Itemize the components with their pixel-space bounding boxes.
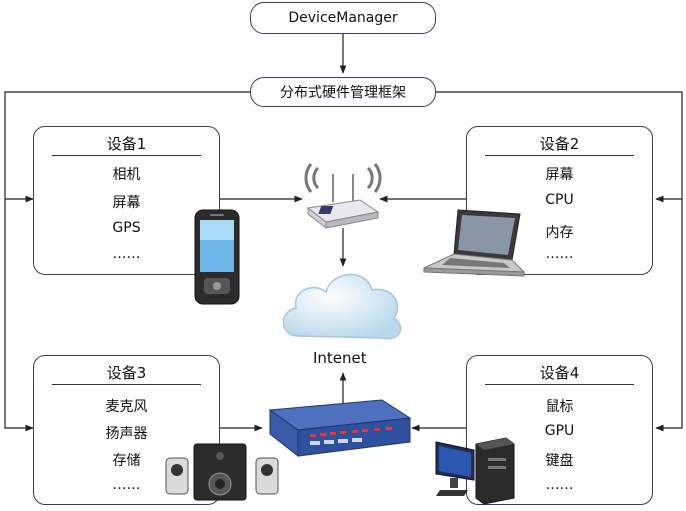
divider	[52, 155, 201, 156]
divider	[485, 384, 634, 385]
framework-label: 分布式硬件管理框架	[280, 85, 406, 101]
laptop-icon	[423, 209, 526, 277]
device-2-item: 屏幕	[545, 167, 574, 183]
device-2-item: ……	[545, 246, 574, 262]
speakers-icon	[165, 443, 279, 501]
device-3-item: 扬声器	[105, 426, 148, 442]
device-3-item: 存储	[112, 453, 141, 469]
device-manager-label: DeviceManager	[288, 10, 398, 26]
cloud-icon	[282, 273, 402, 340]
device-2-title: 设备2	[539, 135, 580, 153]
framework-box: 分布式硬件管理框架	[250, 77, 436, 107]
device-4-item: GPU	[544, 423, 575, 439]
device-2-item: 内存	[545, 225, 574, 241]
device-4-item: 键盘	[545, 453, 574, 469]
device-1-box: 设备1 相机 屏幕 GPS ……	[33, 126, 220, 275]
device-1-item: ……	[112, 246, 141, 262]
divider	[52, 384, 201, 385]
device-1-item: 相机	[112, 167, 141, 183]
internet-label: Intenet	[313, 349, 367, 367]
smartphone-icon	[194, 209, 240, 305]
device-3-item: 麦克风	[105, 399, 148, 415]
device-4-item: ……	[545, 477, 574, 493]
divider	[485, 155, 634, 156]
device-4-title: 设备4	[539, 364, 580, 382]
network-switch-icon	[268, 399, 412, 458]
desktop-pc-icon	[435, 437, 515, 505]
device-1-item: 屏幕	[112, 195, 141, 211]
device-3-title: 设备3	[106, 364, 147, 382]
device-1-item: GPS	[112, 220, 141, 236]
device-1-title: 设备1	[106, 135, 147, 153]
device-4-item: 鼠标	[545, 399, 574, 415]
device-3-item: ……	[112, 477, 141, 493]
device-2-item: CPU	[545, 192, 574, 208]
device-3-box: 设备3 麦克风 扬声器 存储 ……	[33, 355, 220, 505]
device-manager-box: DeviceManager	[250, 2, 436, 34]
wifi-router-icon	[304, 163, 382, 230]
